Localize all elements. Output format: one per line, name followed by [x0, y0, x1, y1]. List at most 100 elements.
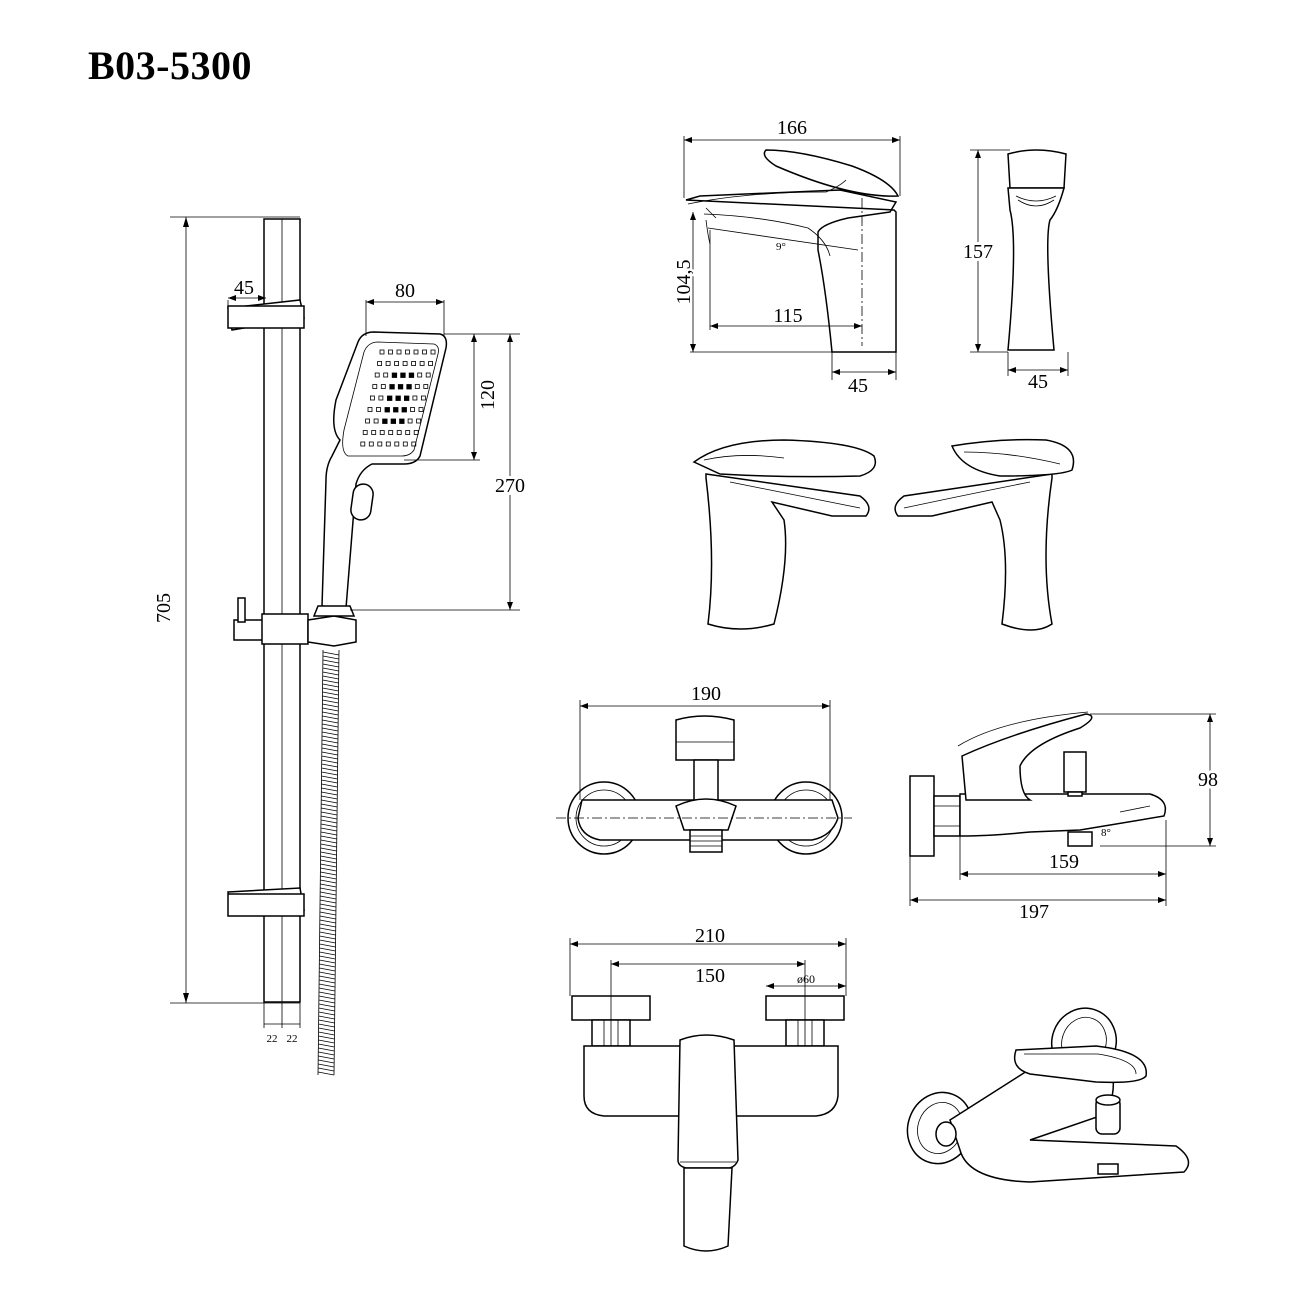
spray-nozzle [419, 361, 425, 366]
bath-mixer-top-view: 210 150 ø60 [569, 925, 847, 1252]
hose-ring [319, 955, 336, 960]
hose-ring [318, 991, 336, 996]
hose-ring [319, 951, 336, 956]
hose-ring [318, 1067, 335, 1072]
hose-ring [318, 1063, 335, 1068]
dimension-basin-base: 45 [832, 369, 896, 397]
hose-ring [320, 887, 337, 892]
hose-ring [319, 903, 337, 908]
spray-nozzle [382, 418, 388, 424]
spray-nozzle [397, 384, 404, 390]
dimension-bath-top-centers: 150 [610, 960, 806, 1046]
spray-nozzle [388, 349, 393, 355]
dimension-flange-diameter: ø60 [766, 972, 846, 989]
spray-nozzle [411, 441, 417, 447]
hose-ring [318, 1035, 335, 1040]
hand-shower [312, 331, 448, 617]
basin-mixer-front-view: 157 45 [960, 149, 1069, 393]
spray-nozzle [430, 349, 436, 355]
hose-ring [321, 735, 339, 740]
shower-hose [317, 649, 340, 1076]
spray-nozzle [393, 407, 399, 413]
hose-ring [318, 1015, 335, 1020]
dimension-label-45-basin: 45 [848, 375, 868, 397]
hose-ring [318, 1027, 335, 1032]
bath-mixer-front-view: 190 [556, 683, 852, 855]
bath-mixer-perspective [906, 1007, 1190, 1183]
spray-nozzle [413, 349, 419, 355]
spray-nozzle [403, 395, 410, 401]
spray-nozzle [396, 430, 402, 435]
dimension-label-270: 270 [495, 475, 525, 497]
hose-ring [318, 1059, 335, 1064]
dimension-label-159: 159 [1049, 851, 1079, 873]
hose-ring [321, 759, 338, 764]
spray-nozzle [385, 361, 391, 366]
spray-nozzle [405, 430, 411, 435]
basin-mixer-side-view: 9° 166 104,5 115 [671, 117, 901, 397]
hose-ring [319, 983, 336, 988]
spray-nozzle [408, 372, 415, 378]
spray-nozzle [377, 441, 383, 447]
spray-nozzle [369, 395, 375, 401]
spray-nozzle [428, 361, 434, 366]
spray-nozzle [374, 372, 380, 378]
hose-ring [322, 659, 339, 664]
hose-ring [321, 775, 338, 780]
dimension-basin-height: 104,5 [671, 212, 832, 353]
hose-ring [322, 699, 339, 704]
hose-ring [322, 723, 339, 728]
hose-ring [322, 675, 339, 680]
hose-ring [320, 859, 337, 864]
hose-ring [321, 807, 338, 812]
spray-nozzle [402, 441, 408, 447]
hose-ring [319, 959, 336, 964]
dimension-spout-reach: 115 [709, 230, 862, 330]
spray-nozzle [367, 407, 373, 412]
hose-ring [322, 651, 340, 656]
hose-ring [318, 1003, 335, 1008]
dimension-label-diameter-60: ø60 [797, 972, 815, 986]
hose-ring [322, 655, 339, 660]
spray-nozzle [395, 395, 401, 401]
spray-nozzle [425, 372, 431, 378]
hose-ring [318, 1019, 335, 1024]
hose-ring [320, 891, 337, 896]
dimension-bath-top-width: 210 [569, 925, 847, 996]
hose-ring [320, 863, 337, 868]
hose-ring [321, 783, 338, 788]
dimension-front-height: 157 [960, 149, 1010, 353]
dimension-bath-side-total: 197 [909, 856, 1166, 923]
hose-ring [320, 847, 337, 852]
hose-ring [318, 1039, 335, 1044]
hose-ring [322, 683, 339, 688]
dimension-label-705: 705 [153, 593, 175, 623]
hose-ring [321, 803, 338, 808]
dimension-shower-height: 705 [153, 216, 300, 1004]
hose-ring [320, 835, 337, 840]
spray-nozzle [416, 418, 422, 424]
dimension-head-length: 270 [350, 334, 528, 611]
hose-ring [320, 879, 337, 884]
hose-ring [322, 695, 339, 700]
dimension-label-166: 166 [777, 117, 807, 139]
hose-ring [322, 707, 339, 712]
dimension-bath-side-spout: 159 [959, 820, 1167, 906]
hose-ring [320, 871, 337, 876]
spray-nozzle [379, 349, 385, 355]
hose-ring [319, 947, 336, 952]
slider-holder [233, 597, 357, 647]
spray-nozzle [423, 384, 429, 389]
spray-nozzle [410, 407, 415, 412]
spray-nozzle [396, 349, 402, 355]
dimension-label-120: 120 [477, 380, 499, 410]
spray-nozzle [384, 407, 390, 413]
spray-nozzle [388, 430, 394, 435]
spray-nozzle [401, 407, 407, 413]
spray-nozzle [390, 418, 397, 424]
hose-ring [322, 703, 339, 708]
spray-nozzle [417, 372, 423, 378]
hose-ring [319, 939, 336, 944]
hose-ring [322, 663, 339, 668]
hose-ring [320, 827, 337, 832]
